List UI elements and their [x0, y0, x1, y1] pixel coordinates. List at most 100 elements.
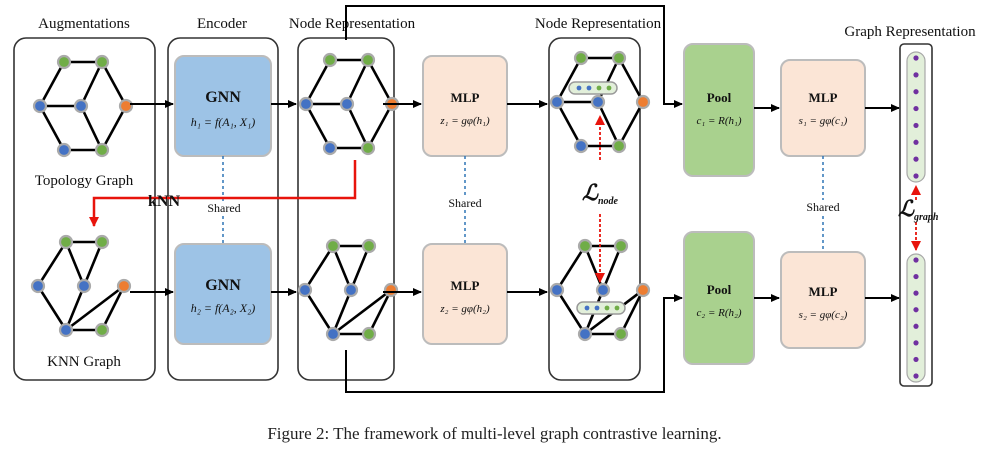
graph-drawings [30, 50, 651, 342]
shared-label-gnn: Shared [207, 201, 240, 215]
graph-node [116, 278, 132, 294]
graph-node [325, 326, 341, 342]
node-graph-bottom-2 [549, 238, 651, 342]
graph-node [590, 94, 606, 110]
title-graph-representation: Graph Representation [844, 24, 976, 40]
topology-graph-label: Topology Graph [35, 173, 134, 189]
graph-node [118, 98, 134, 114]
graph-loss-subscript: graph [913, 212, 939, 223]
graph-node [58, 234, 74, 250]
shared-label-mlp-graph: Shared [806, 200, 839, 214]
graph-node [360, 140, 376, 156]
mlp-box-node-bottom [422, 243, 508, 345]
pool-title-bottom: Pool [707, 282, 732, 297]
graph-node [635, 94, 651, 110]
graph-node [595, 282, 611, 298]
vector-dot [913, 156, 919, 162]
mlp-formula-graph-top: s₁ = gφ(c₁) [799, 115, 848, 127]
title-node-representation-1: Node Representation [289, 16, 416, 32]
figure-caption: Figure 2: The framework of multi-level g… [267, 424, 722, 443]
vector-dot [913, 89, 919, 95]
gnn-box-top [174, 55, 272, 157]
graph-node [56, 142, 72, 158]
graph-node [549, 94, 565, 110]
graph-representation-frame [899, 43, 933, 387]
gnn-formula-bottom: h₂ = f(A₂, X₂) [191, 301, 256, 315]
pool-formula-bottom: c₂ = R(h₂) [697, 307, 742, 319]
graph-node [30, 278, 46, 294]
graph-node [383, 282, 399, 298]
vector-dot [913, 356, 919, 363]
mlp-formula-graph-bottom: s₂ = gφ(c₂) [799, 309, 848, 321]
graph-node [94, 142, 110, 158]
graph-node [577, 326, 593, 342]
graph-vector-dots [913, 55, 919, 379]
vector-dot [913, 290, 919, 296]
vector-dot [913, 105, 919, 112]
graph-loss-symbol: ℒ [898, 196, 915, 221]
pool-formula-top: c₁ = R(h₁) [697, 115, 742, 127]
node-loss-symbol: ℒ [582, 180, 599, 205]
vector-dot [913, 173, 919, 179]
pool-box-top [683, 43, 755, 177]
graph-node [577, 238, 593, 254]
graph-node [635, 282, 651, 298]
graph-node [297, 282, 313, 298]
vector-dot [913, 139, 919, 145]
flow-arrows [130, 5, 900, 393]
mlp-title-graph-top: MLP [809, 90, 838, 105]
mlp-title-node-bottom: MLP [451, 278, 480, 293]
vector-dot [913, 273, 919, 280]
knn-graph [30, 234, 132, 338]
graph-node [322, 52, 338, 68]
graph-node [361, 326, 377, 342]
graph-node [94, 54, 110, 70]
graph-node [325, 238, 341, 254]
vector-dot [913, 373, 919, 379]
graph-node [56, 54, 72, 70]
node-representation-frame-1 [297, 37, 395, 381]
graph-node [76, 278, 92, 294]
mlp-box-graph-bottom [780, 251, 866, 349]
vector-dot [913, 122, 919, 129]
graph-node [298, 96, 314, 112]
knn-label: kNN [148, 193, 180, 210]
mlp-formula-node-top: z₁ = gφ(h₁) [439, 115, 490, 127]
knn-arrow [89, 160, 357, 227]
graph-node [94, 234, 110, 250]
graph-node [73, 98, 89, 114]
vector-dot [913, 257, 919, 263]
graph-node [613, 326, 629, 342]
vector-dot [913, 340, 919, 346]
pool-title-top: Pool [707, 90, 732, 105]
mlp-box-node-top [422, 55, 508, 157]
knn-graph-label: KNN Graph [47, 354, 121, 370]
mlp-formula-node-bottom: z₂ = gφ(h₂) [439, 303, 490, 315]
graph-node [549, 282, 565, 298]
vector-dot [913, 72, 919, 78]
graph-node [611, 50, 627, 66]
graph-node [613, 238, 629, 254]
topology-graph [32, 54, 134, 158]
augmentations-frame [13, 37, 156, 381]
pool-box-bottom [683, 231, 755, 365]
node-loss-subscript: node [598, 196, 619, 207]
graph-vector-top [906, 51, 926, 183]
graph-node [343, 282, 359, 298]
gnn-formula-top: h₁ = f(A₁, X₁) [191, 115, 256, 129]
graph-node [58, 322, 74, 338]
node-graph-top-2 [549, 50, 651, 154]
graph-node [339, 96, 355, 112]
encoder-frame [167, 37, 279, 381]
vector-dot [913, 307, 919, 313]
shared-label-mlp-node: Shared [448, 196, 481, 210]
vector-dot [913, 55, 919, 61]
title-encoder: Encoder [197, 16, 247, 32]
graph-node [322, 140, 338, 156]
graph-node [573, 50, 589, 66]
graph-node [360, 52, 376, 68]
mlp-title-graph-bottom: MLP [809, 284, 838, 299]
graph-node [611, 138, 627, 154]
graph-vector-bottom [906, 253, 926, 383]
framework-diagram: Augmentations Encoder Node Representatio… [13, 5, 976, 393]
